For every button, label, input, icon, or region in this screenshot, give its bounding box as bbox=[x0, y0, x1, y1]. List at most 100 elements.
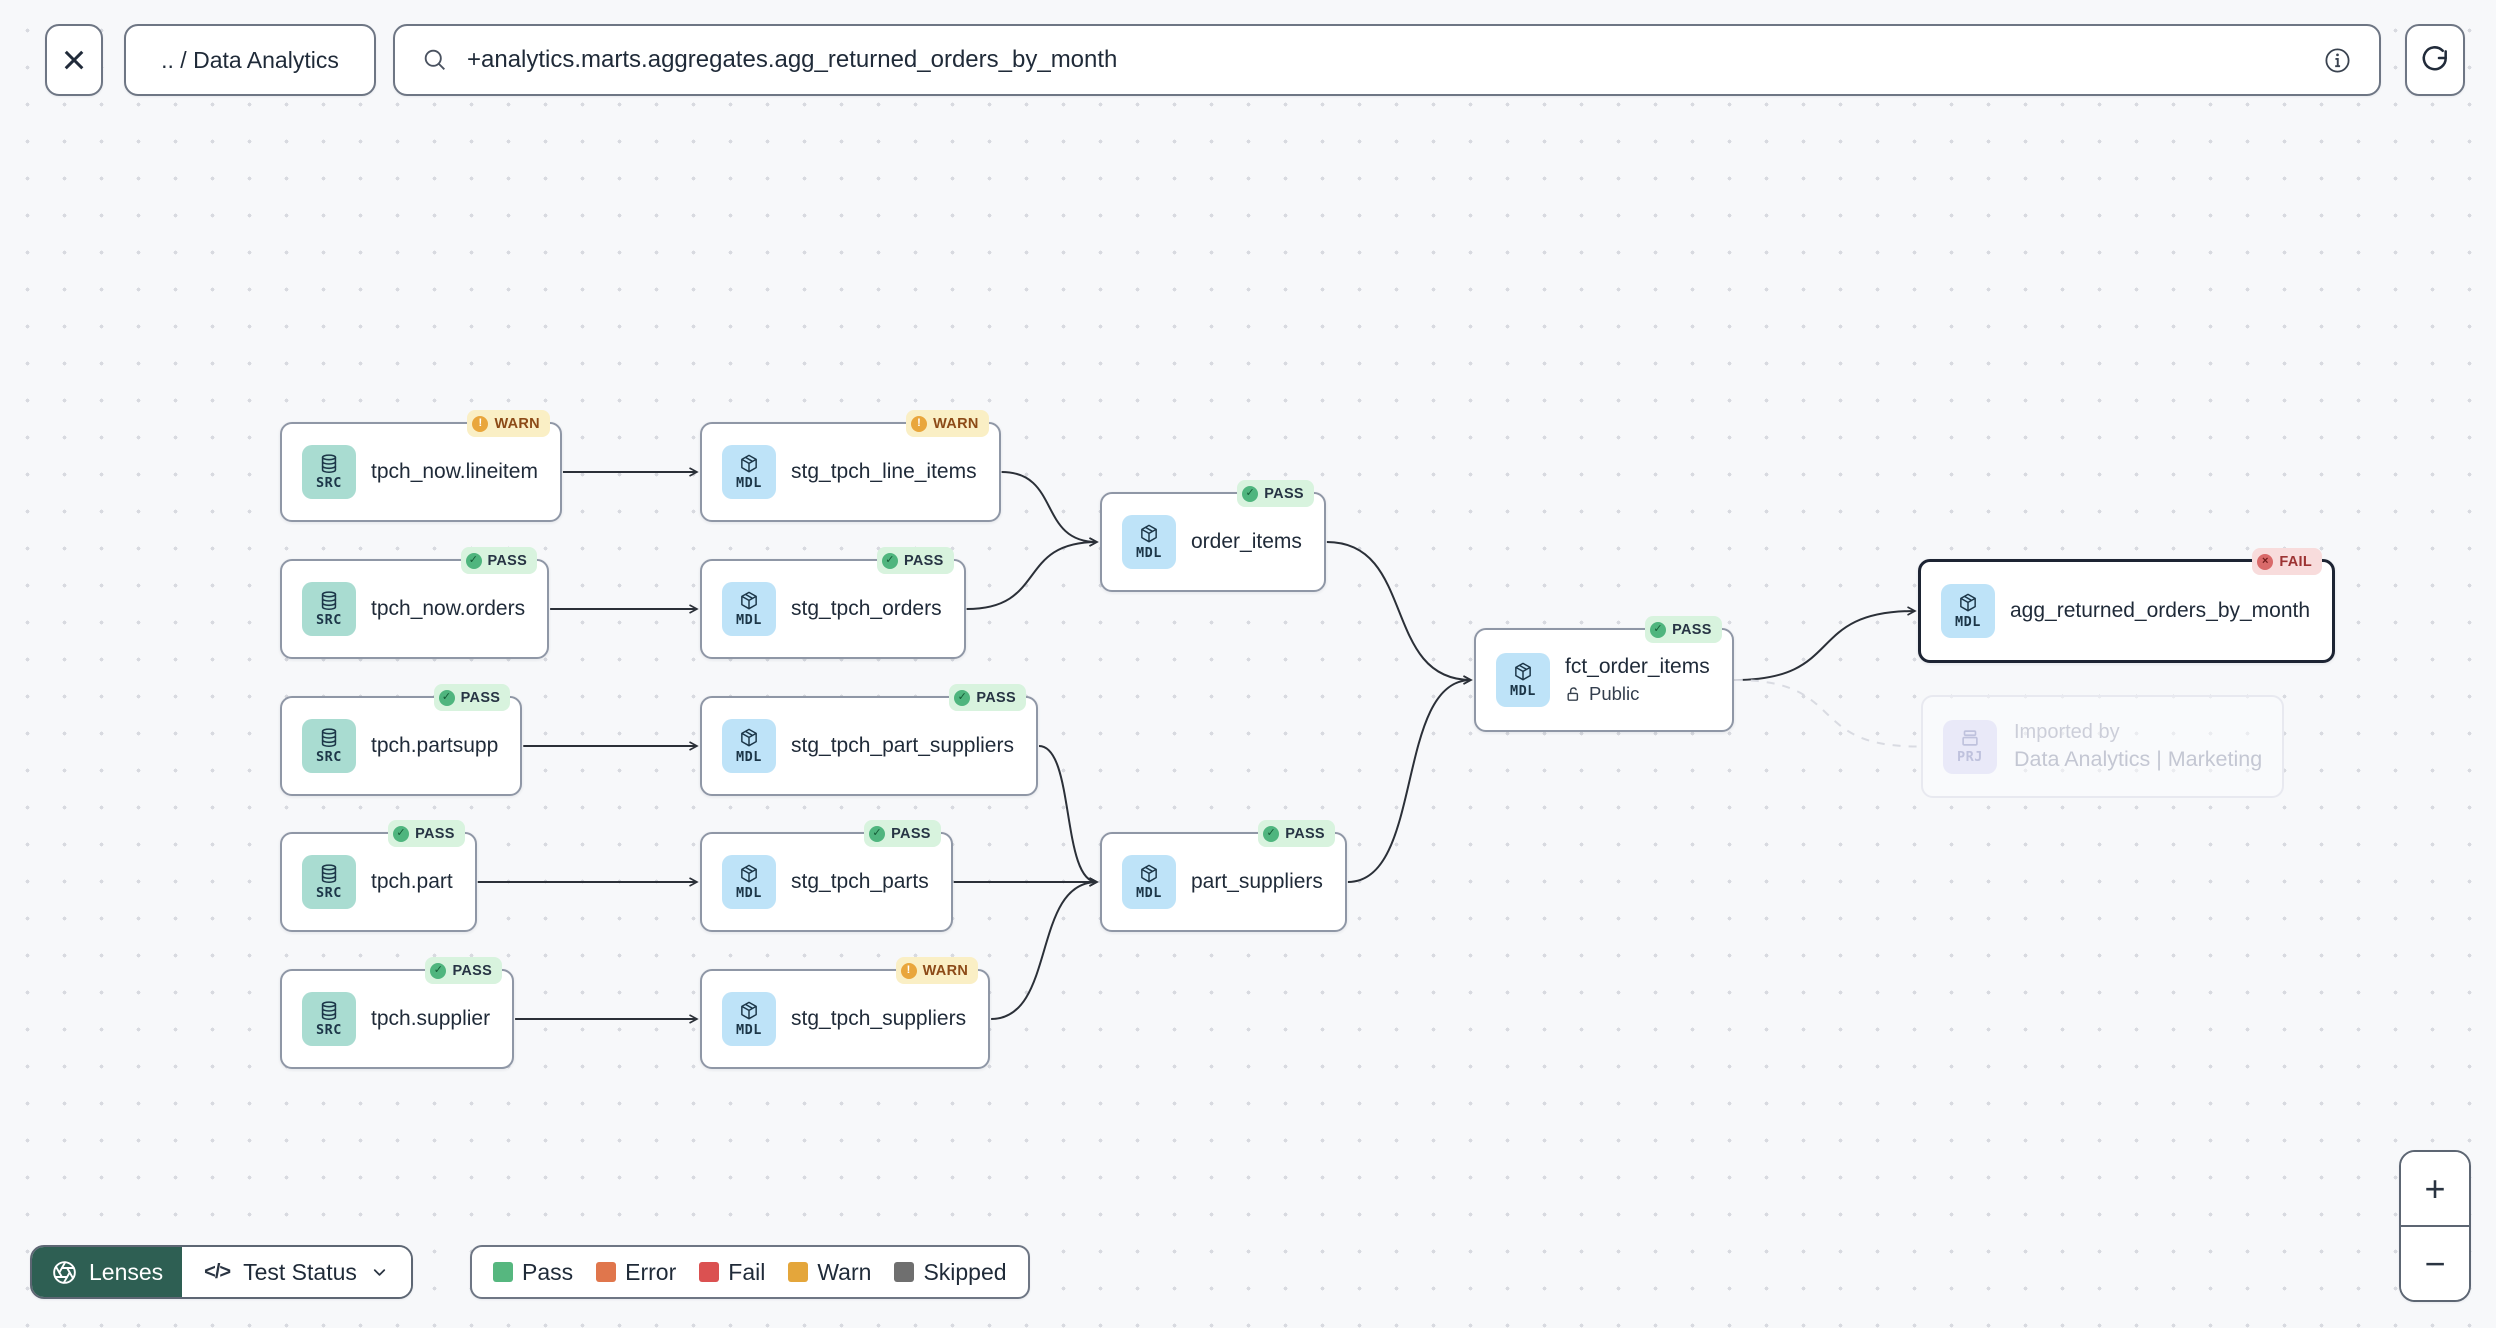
src-type-icon: SRC bbox=[302, 445, 356, 499]
mdl-type-icon: MDL bbox=[1122, 855, 1176, 909]
node-label: stg_tpch_orders bbox=[791, 597, 942, 620]
status-badge-pass: ✓PASS bbox=[388, 820, 465, 847]
plus-icon: + bbox=[2424, 1167, 2446, 1209]
lenses-label: Lenses bbox=[89, 1258, 164, 1285]
close-icon: × bbox=[61, 36, 87, 83]
legend-item-pass: Pass bbox=[493, 1259, 573, 1286]
status-badge-label: WARN bbox=[922, 962, 969, 979]
node-stg_tpch_orders[interactable]: ✓PASS MDL stg_tpch_orders bbox=[700, 547, 966, 659]
node-label: tpch.part bbox=[371, 870, 453, 893]
legend-label: Fail bbox=[728, 1258, 766, 1285]
mdl-type-icon: MDL bbox=[722, 855, 776, 909]
node-tpch_part[interactable]: ✓PASS SRC tpch.part bbox=[280, 820, 477, 932]
node-stg_tpch_parts[interactable]: ✓PASS MDL stg_tpch_parts bbox=[700, 820, 953, 932]
zoom-in-button[interactable]: + bbox=[2401, 1152, 2469, 1225]
info-icon[interactable] bbox=[2322, 45, 2353, 76]
mdl-type-icon: MDL bbox=[722, 445, 776, 499]
minus-icon: − bbox=[2424, 1242, 2446, 1284]
src-type-icon: SRC bbox=[302, 855, 356, 909]
status-badge-label: PASS bbox=[1672, 621, 1712, 638]
node-label: tpch_now.lineitem bbox=[371, 460, 538, 483]
prj-chip-label: PRJ bbox=[1957, 749, 1983, 766]
zoom-out-button[interactable]: − bbox=[2401, 1225, 2469, 1300]
code-icon: </> bbox=[204, 1260, 231, 1283]
status-fail-icon: × bbox=[2257, 553, 2274, 570]
status-badge-label: FAIL bbox=[2279, 553, 2313, 570]
legend-item-warn: Warn bbox=[788, 1259, 871, 1286]
node-tpch_now_lineitem[interactable]: !WARN SRC tpch_now.lineitem bbox=[280, 410, 562, 522]
chip-label: MDL bbox=[736, 1021, 762, 1038]
status-pass-icon: ✓ bbox=[954, 689, 971, 706]
status-badge-pass: ✓ PASS bbox=[949, 684, 1026, 711]
mdl-type-icon: MDL bbox=[1496, 653, 1550, 707]
node-label: stg_tpch_line_items bbox=[791, 460, 977, 483]
chevron-down-icon bbox=[373, 1268, 385, 1276]
chip-label: SRC bbox=[316, 1021, 342, 1038]
node-imported-by[interactable]: PRJ Imported by Data Analytics | Marketi… bbox=[1921, 695, 2285, 798]
search-bar[interactable] bbox=[393, 24, 2381, 96]
mdl-type-icon: MDL bbox=[722, 992, 776, 1046]
node-label: fct_order_items bbox=[1565, 655, 1710, 678]
status-badge-pass: ✓PASS bbox=[433, 684, 511, 711]
close-button[interactable]: × bbox=[45, 24, 103, 96]
chip-label: MDL bbox=[736, 748, 762, 765]
node-label: order_items bbox=[1191, 530, 1302, 553]
chip-label: MDL bbox=[1136, 884, 1162, 901]
chip-label: MDL bbox=[1955, 613, 1981, 630]
src-type-icon: SRC bbox=[302, 719, 356, 773]
refresh-button[interactable] bbox=[2405, 24, 2465, 96]
node-stg_tpch_suppliers[interactable]: !WARN MDL stg_tpch_suppliers bbox=[700, 957, 991, 1069]
access-public-label: Public bbox=[1565, 683, 1710, 705]
legend-swatch-fail bbox=[699, 1262, 720, 1282]
status-pass-icon: ✓ bbox=[430, 962, 447, 979]
legend-swatch-error bbox=[596, 1262, 617, 1282]
status-badge-label: PASS bbox=[903, 552, 944, 569]
node-label: stg_tpch_suppliers bbox=[791, 1007, 967, 1030]
lenses-button[interactable]: Lenses bbox=[32, 1247, 183, 1297]
lens-dropdown-label: Test Status bbox=[243, 1258, 357, 1285]
breadcrumb[interactable]: .. / Data Analytics bbox=[124, 24, 376, 96]
legend-swatch-skipped bbox=[894, 1262, 915, 1282]
lenses-control: Lenses </> Test Status bbox=[30, 1245, 413, 1299]
status-warn-icon: ! bbox=[472, 415, 489, 432]
mdl-type-icon: MDL bbox=[722, 582, 776, 636]
node-label: stg_tpch_parts bbox=[791, 870, 929, 893]
edge-stg_tpch_part_suppliers-to-part_suppliers bbox=[1038, 745, 1099, 887]
edge-fct_order_items-to-agg_returned_orders_by_month bbox=[1734, 606, 1917, 681]
search-input[interactable] bbox=[465, 45, 2306, 75]
status-badge-warn: !WARN bbox=[467, 410, 550, 437]
status-badge-pass: ✓PASS bbox=[876, 547, 954, 574]
chip-label: SRC bbox=[316, 611, 342, 628]
legend-swatch-pass bbox=[493, 1262, 513, 1282]
status-warn-icon: ! bbox=[911, 415, 928, 432]
status-badge-pass: ✓PASS bbox=[864, 820, 941, 847]
status-badge-pass: ✓PASS bbox=[1258, 820, 1335, 847]
lens-dropdown[interactable]: </> Test Status bbox=[182, 1247, 411, 1297]
chip-label: MDL bbox=[736, 474, 762, 491]
status-badge-label: PASS bbox=[976, 689, 1016, 706]
src-type-icon: SRC bbox=[302, 992, 356, 1046]
mdl-type-icon: MDL bbox=[722, 719, 776, 773]
status-badge-pass: ✓PASS bbox=[460, 547, 538, 574]
status-pass-icon: ✓ bbox=[1650, 621, 1667, 638]
status-badge-warn: !WARN bbox=[895, 957, 979, 984]
search-icon bbox=[424, 49, 445, 70]
imported-by-label: Imported by bbox=[2014, 721, 2120, 743]
status-pass-icon: ✓ bbox=[1263, 825, 1280, 842]
edge-fct_order_items-to-imported-by bbox=[1734, 679, 1919, 748]
status-badge-label: PASS bbox=[487, 552, 528, 569]
chip-label: SRC bbox=[316, 884, 342, 901]
chip-label: MDL bbox=[736, 611, 762, 628]
legend-swatch-warn bbox=[788, 1262, 809, 1282]
zoom-controls: + − bbox=[2399, 1150, 2471, 1302]
